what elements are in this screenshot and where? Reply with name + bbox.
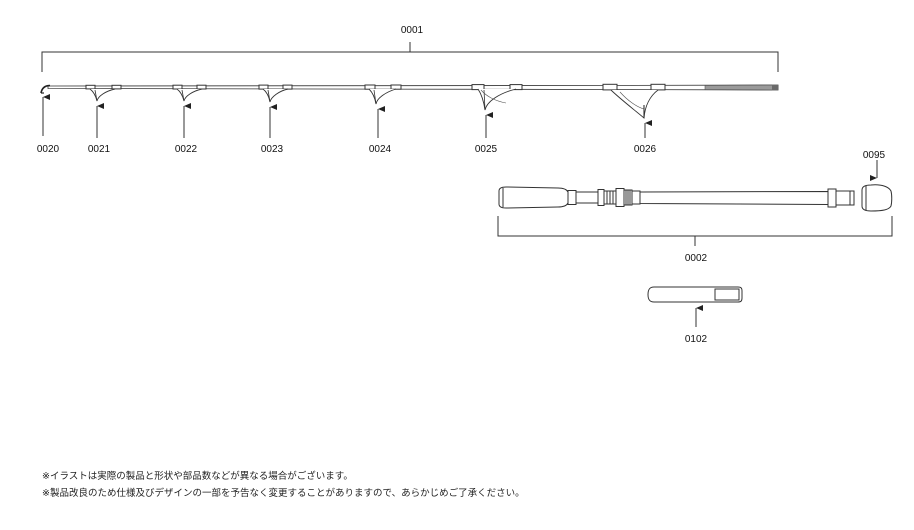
guide-0025[interactable] bbox=[477, 88, 517, 111]
tip-top-0020[interactable] bbox=[40, 84, 51, 94]
part-label-0095: 0095 bbox=[863, 150, 886, 161]
part-label-0002: 0002 bbox=[685, 253, 708, 264]
part-label-0024: 0024 bbox=[369, 144, 392, 155]
part-label-0025: 0025 bbox=[475, 144, 498, 155]
disclaimer-note-1: ※イラストは実際の製品と形状や部品数などが異なる場合がございます。 bbox=[42, 471, 353, 482]
part-label-0021: 0021 bbox=[88, 144, 111, 155]
disclaimer-note-2: ※製品改良のため仕様及びデザインの一部を予告なく変更することがありますので、あら… bbox=[42, 488, 525, 499]
part-label-0022: 0022 bbox=[175, 144, 198, 155]
part-label-0020: 0020 bbox=[37, 144, 60, 155]
rod-band-0102[interactable] bbox=[647, 286, 743, 303]
bracket-0001 bbox=[41, 42, 779, 72]
part-label-0026: 0026 bbox=[634, 144, 657, 155]
butt-cap-0095[interactable] bbox=[861, 184, 893, 212]
guide-0022[interactable] bbox=[176, 88, 203, 102]
part-label-0001: 0001 bbox=[401, 25, 424, 36]
part-label-0102: 0102 bbox=[685, 334, 708, 345]
bracket-0002 bbox=[497, 216, 893, 246]
part-label-0023: 0023 bbox=[261, 144, 284, 155]
guide-0026[interactable] bbox=[610, 89, 659, 119]
guide-0023[interactable] bbox=[262, 88, 289, 103]
butt-grip-0002[interactable] bbox=[498, 186, 855, 209]
guide-0024[interactable] bbox=[368, 88, 397, 105]
guide-0021[interactable] bbox=[89, 88, 116, 102]
rod-tip-section[interactable] bbox=[47, 83, 779, 91]
